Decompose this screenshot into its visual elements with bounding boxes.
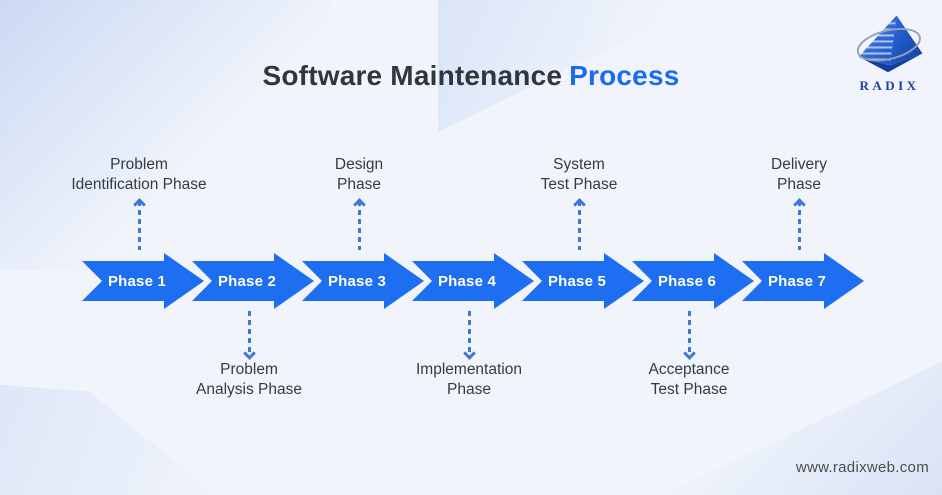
title-main: Software Maintenance <box>262 60 563 91</box>
connector-arrowhead-icon <box>572 198 586 211</box>
title-accent: Process <box>569 60 680 91</box>
phase-annotation-label: Acceptance Test Phase <box>648 361 730 398</box>
phase-connector-line <box>682 311 696 360</box>
phase-connector-line <box>242 311 256 360</box>
phase-arrow-label: Phase 1 <box>107 272 167 290</box>
footer-url: www.radixweb.com <box>795 459 929 476</box>
logo-brand-text: RADIX <box>859 78 920 93</box>
phase-arrow-label: Phase 4 <box>437 272 497 290</box>
connector-arrowhead-icon <box>352 198 366 211</box>
connector-arrowhead-icon <box>132 198 146 211</box>
phase-annotation-label: Implementation Phase <box>416 361 522 398</box>
phase-arrow-label: Phase 3 <box>327 272 387 290</box>
phase-arrow-label: Phase 6 <box>657 272 717 290</box>
connector-arrowhead-icon <box>462 347 476 360</box>
radix-logo: RADIX <box>844 12 932 94</box>
phase-connector-line <box>572 198 586 250</box>
phase-arrow: Phase 7 <box>742 253 864 309</box>
radix-pyramid-icon <box>856 15 923 73</box>
phase-annotation-label: Delivery Phase <box>771 156 827 193</box>
phase-annotation-label: Design Phase <box>334 156 384 193</box>
connector-arrowhead-icon <box>682 347 696 360</box>
phase-arrow: Phase 2 <box>192 253 314 309</box>
phase-arrow-label: Phase 2 <box>217 272 277 290</box>
phase-annotation-label: Problem Identification Phase <box>71 156 207 193</box>
phase-arrow: Phase 3 <box>302 253 424 309</box>
phase-arrow: Phase 6 <box>632 253 754 309</box>
phase-arrow: Phase 5 <box>522 253 644 309</box>
phase-connector-line <box>462 311 476 360</box>
connector-arrowhead-icon <box>792 198 806 211</box>
phase-annotation-label: System Test Phase <box>540 156 618 193</box>
phase-connector-line <box>792 198 806 250</box>
phase-connector-line <box>352 198 366 250</box>
phase-connector-line <box>132 198 146 250</box>
connector-arrowhead-icon <box>242 347 256 360</box>
phase-arrow-label: Phase 7 <box>767 272 827 290</box>
phase-arrow-label: Phase 5 <box>547 272 607 290</box>
phase-arrow: Phase 4 <box>412 253 534 309</box>
phase-arrow: Phase 1 <box>82 253 204 309</box>
phase-annotation-label: Problem Analysis Phase <box>196 361 302 398</box>
